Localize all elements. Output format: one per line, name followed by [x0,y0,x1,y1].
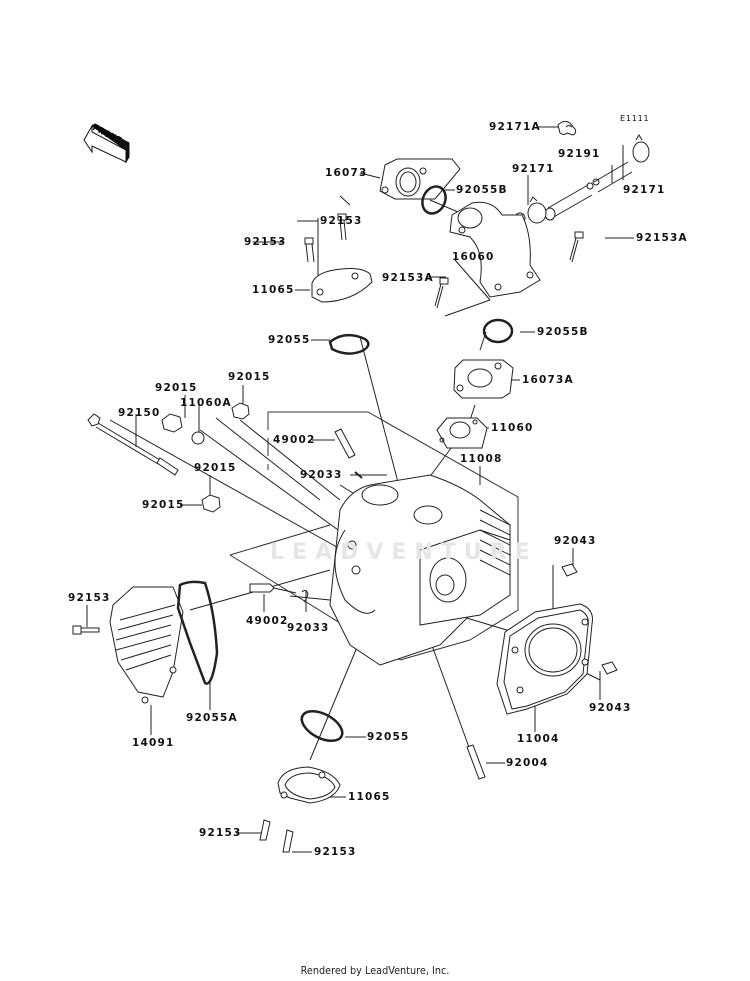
tensioner-49002-top-part [334,428,356,459]
footer-credit: Rendered by LeadVenture, Inc. [300,964,450,977]
hose-clamp-92171-part [632,134,650,163]
part-label-92153a-right[interactable]: 92153A [636,232,688,244]
o-ring-92055-top-part [328,333,370,355]
intake-pipe-16060-part [449,201,541,298]
bolt-92153-bottom-right-part [282,829,294,853]
bolt-92153-bottom-left-part [259,819,271,841]
part-label-92153-top[interactable]: 92153 [320,215,363,227]
bolt-92153-left-part [304,237,315,263]
gasket-11060-part [436,417,488,449]
dowel-92043-top-part [561,563,578,577]
pin-92033-bottom-part [301,589,309,603]
part-label-92055b-bottom[interactable]: 92055B [537,326,589,338]
part-label-92153a[interactable]: 92153A [382,272,434,284]
part-label-92004[interactable]: 92004 [506,757,549,769]
part-label-92033-top[interactable]: 92033 [300,469,343,481]
part-label-92015-d[interactable]: 92015 [142,499,185,511]
part-label-92015-a[interactable]: 92015 [155,382,198,394]
o-ring-92055-bottom-part [300,709,344,743]
bolt-92153a-right-part [569,231,584,263]
part-label-11004[interactable]: 11004 [517,733,560,745]
washer-11060a-part [191,431,205,445]
part-label-92153-bottom-left[interactable]: 92153 [199,827,242,839]
bolt-92153-part [337,213,347,241]
part-label-92015-b[interactable]: 92015 [228,371,271,383]
part-label-92015-c[interactable]: 92015 [194,462,237,474]
hose-clamp-92171a-part [557,120,577,136]
part-label-11008[interactable]: 11008 [460,453,503,465]
part-label-92033-bottom[interactable]: 92033 [287,622,330,634]
part-label-92171a[interactable]: 92171A [489,121,541,133]
insulator-16073-part [379,158,461,200]
hose-92191-part [544,161,633,221]
part-label-11060a[interactable]: 11060A [180,397,232,409]
nut-92015-part [161,402,250,513]
part-label-11065-top[interactable]: 11065 [252,284,295,296]
o-ring-92055b-bottom-part [482,318,514,344]
part-label-92153-side[interactable]: 92153 [68,592,111,604]
part-label-92055b-top[interactable]: 92055B [456,184,508,196]
tensioner-49002-bottom-part [249,583,297,594]
part-label-92171-right[interactable]: 92171 [623,184,666,196]
bolt-92150-part [87,413,179,476]
part-label-92153-bottom-right[interactable]: 92153 [314,846,357,858]
gasket-92055a-part [176,580,219,685]
part-label-92153-left[interactable]: 92153 [244,236,287,248]
part-label-92043-bottom[interactable]: 92043 [589,702,632,714]
part-label-92150[interactable]: 92150 [118,407,161,419]
pin-92033-top-part [354,471,363,479]
cylinder-head-11008-part [329,474,511,666]
part-label-14091[interactable]: 14091 [132,737,175,749]
part-label-16073[interactable]: 16073 [325,167,368,179]
leader-lines [86,126,634,853]
part-label-92171[interactable]: 92171 [512,163,555,175]
part-label-92191[interactable]: 92191 [558,148,601,160]
stud-92004-part [466,744,486,780]
gasket-11004-part [496,603,593,715]
part-label-16060[interactable]: 16060 [452,251,495,263]
bolt-92153-side-part [72,625,100,635]
cover-11065-top-part [311,268,373,303]
dowel-92043-bottom-part [601,661,618,675]
cover-14091-part [109,586,184,704]
part-label-92043-top[interactable]: 92043 [554,535,597,547]
part-label-92055-top[interactable]: 92055 [268,334,311,346]
part-label-49002-bottom[interactable]: 49002 [246,615,289,627]
insulator-16073a-part [453,359,514,399]
part-label-11065-bottom[interactable]: 11065 [348,791,391,803]
part-label-16073a[interactable]: 16073A [522,374,574,386]
bolt-92153a-part [434,277,449,309]
cover-11065-bottom-part [277,766,341,804]
front-arrow-icon [83,123,130,164]
watermark: LEADVENTURE [270,540,538,565]
o-ring-92055b-part [421,185,447,215]
part-label-49002-top[interactable]: 49002 [273,434,316,446]
diagram-code: E1111 [620,114,650,123]
part-label-92055a[interactable]: 92055A [186,712,238,724]
part-label-11060[interactable]: 11060 [491,422,534,434]
part-label-92055-bottom[interactable]: 92055 [367,731,410,743]
hose-clamp-92171-left-part [514,196,547,224]
